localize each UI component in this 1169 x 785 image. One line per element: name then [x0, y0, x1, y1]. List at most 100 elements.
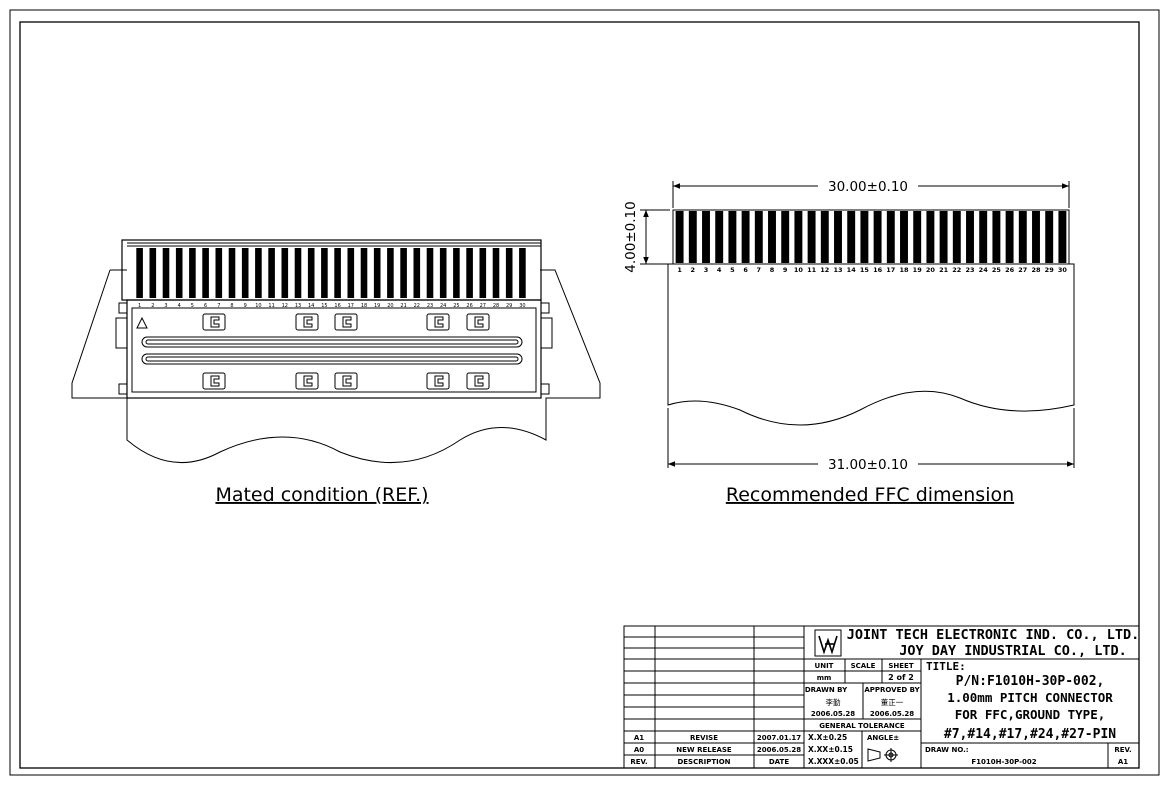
mated-contact [334, 248, 341, 298]
ffc-pin-label: 25 [992, 266, 1002, 274]
sheet-value: 2 of 2 [888, 673, 914, 682]
ffc-contact [688, 211, 697, 263]
ffc-pin-label: 15 [860, 266, 870, 274]
title-line4: #7,#14,#17,#24,#27-PIN [944, 727, 1116, 742]
mated-contact [136, 248, 143, 298]
latch-window [202, 372, 226, 390]
ffc-pin-label: 30 [1058, 266, 1068, 274]
ffc-contact [966, 211, 974, 263]
mated-contact [360, 248, 368, 298]
ffc-pin-label: 12 [820, 266, 829, 274]
latch-window [202, 313, 226, 331]
mated-contact [241, 248, 249, 298]
mated-condition-view [71, 239, 601, 464]
mated-contact [347, 248, 355, 298]
ffc-contact [834, 211, 842, 263]
ffc-contact [754, 211, 763, 263]
mated-contact [505, 248, 513, 298]
date-header: DATE [769, 758, 789, 766]
dim-width-top: 30.00±0.10 [828, 179, 908, 195]
drawn-by-date: 2006.05.28 [811, 710, 855, 718]
ffc-pin-label: 5 [730, 266, 735, 274]
ffc-pin-label: 4 [717, 266, 722, 274]
mated-contact [466, 248, 473, 298]
mated-pin-label: 25 [453, 303, 459, 309]
ffc-pin-label: 7 [757, 266, 762, 274]
mated-contact [439, 248, 447, 298]
ffc-pin-label: 14 [847, 266, 857, 274]
unit-label: UNIT [815, 662, 834, 670]
ffc-pin-label: 16 [873, 266, 883, 274]
ffc-view [640, 181, 1075, 468]
mated-pin-label: 30 [519, 303, 525, 309]
drawn-by-label: DRAWN BY [805, 686, 848, 694]
ffc-contact [820, 211, 829, 263]
ffc-contact [768, 211, 776, 263]
rev-header: REV. [630, 758, 647, 766]
mated-pin-label: 24 [440, 303, 446, 309]
ffc-contact [939, 211, 948, 263]
mated-latches [202, 313, 490, 390]
mated-contact [215, 248, 223, 298]
mated-pin-label: 3 [164, 303, 167, 309]
drawn-by-name: 李勤 [826, 697, 841, 707]
ffc-pin-label: 20 [926, 266, 936, 274]
dim-width-bottom: 31.00±0.10 [828, 457, 908, 473]
ffc-contact [728, 211, 737, 263]
mated-contact [413, 248, 421, 298]
mated-pin-label: 4 [178, 303, 181, 309]
mated-pin-label: 19 [374, 303, 380, 309]
ffc-contact [926, 211, 935, 263]
ffc-contact [913, 211, 922, 263]
revision-row-1-description: REVISE [690, 734, 718, 742]
inner-border [19, 21, 1140, 769]
angle-label: ANGLE± [867, 734, 899, 742]
ffc-pin-label: 10 [794, 266, 804, 274]
ffc-contact [1018, 211, 1027, 263]
approved-by-label: APPROVED BY [864, 686, 920, 694]
mated-contact [255, 248, 262, 298]
ffc-contact [1058, 211, 1067, 263]
ffc-contact [847, 211, 856, 263]
revision-row-1-rev: A1 [634, 734, 644, 742]
mated-pin-label: 11 [268, 303, 274, 309]
ffc-pin-label: 6 [743, 266, 748, 274]
ffc-contact [1032, 211, 1040, 263]
general-tolerance-label: GENERAL TOLERANCE [819, 722, 905, 730]
mated-pin-label: 23 [427, 303, 433, 309]
mated-pin-label: 20 [387, 303, 393, 309]
mated-contact [149, 248, 157, 298]
mated-contact [479, 248, 487, 298]
ffc-contact [781, 211, 790, 263]
mated-pin-label: 17 [348, 303, 354, 309]
sheet-label: SHEET [888, 662, 913, 670]
latch-window [334, 313, 358, 331]
mated-pin-label: 15 [321, 303, 327, 309]
revision-row-1-date: 2007.01.17 [757, 734, 801, 742]
company-line1: JOINT TECH ELECTRONIC IND. CO., LTD. [847, 627, 1140, 643]
latch-window [426, 313, 450, 331]
latch-window [295, 372, 319, 390]
mated-pin-label: 1 [138, 303, 141, 309]
ffc-pin-label: 11 [807, 266, 817, 274]
title-line3: FOR FFC,GROUND TYPE, [955, 707, 1106, 722]
company-logo-icon [818, 635, 838, 655]
outer-border [9, 9, 1160, 776]
latch-window [334, 372, 358, 390]
ffc-contact [675, 211, 684, 263]
mated-contact [175, 248, 183, 298]
latch-window [466, 313, 490, 331]
ffc-pin-label: 22 [952, 266, 961, 274]
mated-pin-label: 28 [493, 303, 499, 309]
latch-window [466, 372, 490, 390]
approved-by-name: 董正一 [881, 697, 904, 707]
ffc-pin-label: 21 [939, 266, 949, 274]
ffc-contact [807, 211, 816, 263]
title-block-lines [623, 625, 1140, 769]
ffc-pin-label: 26 [1005, 266, 1015, 274]
ffc-contact [1045, 211, 1054, 263]
ffc-pin-label: 17 [886, 266, 895, 274]
tolerance-1: X.X±0.25 [808, 733, 847, 742]
